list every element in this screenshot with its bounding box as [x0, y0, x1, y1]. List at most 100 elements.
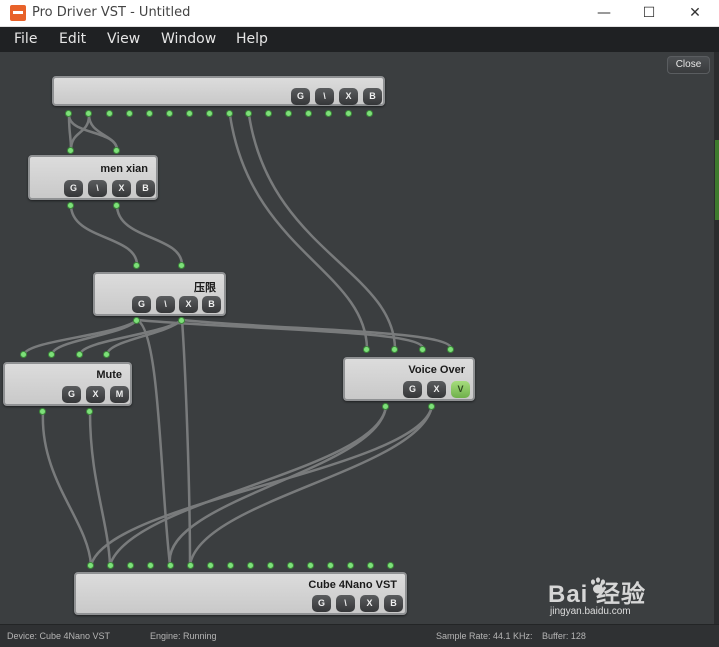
output-port[interactable]: [186, 110, 193, 117]
wire: [41, 410, 93, 567]
node-cube-b-button[interactable]: B: [384, 595, 403, 612]
wire: [87, 113, 119, 152]
output-port[interactable]: [178, 317, 185, 324]
output-port[interactable]: [113, 202, 120, 209]
menu-help[interactable]: Help: [236, 31, 268, 47]
output-port[interactable]: [65, 110, 72, 117]
input-port[interactable]: [207, 562, 214, 569]
input-port[interactable]: [167, 562, 174, 569]
node-cube-g-button[interactable]: G: [312, 595, 331, 612]
output-port[interactable]: [305, 110, 312, 117]
wire: [115, 203, 184, 267]
input-port[interactable]: [178, 262, 185, 269]
output-port[interactable]: [366, 110, 373, 117]
input-port[interactable]: [113, 147, 120, 154]
node-men-xian-g-button[interactable]: G: [64, 180, 83, 197]
output-port[interactable]: [133, 317, 140, 324]
node-yaxian-g-button[interactable]: G: [132, 296, 151, 313]
input-port[interactable]: [327, 562, 334, 569]
output-port[interactable]: [265, 110, 272, 117]
wire: [180, 318, 453, 350]
node-yaxian-slash-button[interactable]: \: [156, 296, 175, 313]
input-port[interactable]: [107, 562, 114, 569]
input-port[interactable]: [367, 562, 374, 569]
input-port[interactable]: [307, 562, 314, 569]
close-window-button[interactable]: ✕: [689, 5, 701, 21]
node-voice-over-x-button[interactable]: X: [427, 381, 446, 398]
menu-view[interactable]: View: [107, 31, 141, 47]
node-cube-slash-button[interactable]: \: [336, 595, 355, 612]
node-mute[interactable]: Mute G X M: [3, 362, 132, 406]
node-top-slash-button[interactable]: \: [315, 88, 334, 105]
menu-edit[interactable]: Edit: [59, 31, 87, 47]
input-port[interactable]: [187, 562, 194, 569]
node-yaxian-x-button[interactable]: X: [179, 296, 198, 313]
input-port[interactable]: [363, 346, 370, 353]
output-port[interactable]: [85, 110, 92, 117]
node-men-xian-slash-button[interactable]: \: [88, 180, 107, 197]
output-port[interactable]: [325, 110, 332, 117]
output-port[interactable]: [166, 110, 173, 117]
wire: [22, 318, 139, 356]
input-port[interactable]: [287, 562, 294, 569]
input-port[interactable]: [247, 562, 254, 569]
input-port[interactable]: [147, 562, 154, 569]
input-port[interactable]: [87, 562, 94, 569]
output-port[interactable]: [126, 110, 133, 117]
input-port[interactable]: [76, 351, 83, 358]
node-mute-m-button[interactable]: M: [110, 386, 129, 403]
node-yaxian-b-button[interactable]: B: [202, 296, 221, 313]
menu-file[interactable]: File: [14, 31, 38, 47]
output-port[interactable]: [39, 408, 46, 415]
input-port[interactable]: [133, 262, 140, 269]
output-port[interactable]: [345, 110, 352, 117]
output-port[interactable]: [67, 202, 74, 209]
status-engine: Engine: Running: [150, 631, 217, 641]
node-cube-x-button[interactable]: X: [360, 595, 379, 612]
node-input-top[interactable]: G \ X B: [52, 76, 385, 106]
minimize-button[interactable]: —: [597, 5, 611, 21]
node-voice-over-g-button[interactable]: G: [403, 381, 422, 398]
input-port[interactable]: [67, 147, 74, 154]
input-port[interactable]: [267, 562, 274, 569]
input-port[interactable]: [391, 346, 398, 353]
node-mute-g-button[interactable]: G: [62, 386, 81, 403]
node-men-xian[interactable]: men xian G \ X B: [28, 155, 158, 200]
input-port[interactable]: [20, 351, 27, 358]
node-top-x-button[interactable]: X: [339, 88, 358, 105]
input-port[interactable]: [103, 351, 110, 358]
output-port[interactable]: [226, 110, 233, 117]
node-voice-over-v-button[interactable]: V: [451, 381, 470, 398]
node-yaxian[interactable]: 压限 G \ X B: [93, 272, 226, 316]
output-port[interactable]: [428, 403, 435, 410]
node-cube-4nano-vst[interactable]: Cube 4Nano VST G \ X B: [74, 572, 407, 615]
output-port[interactable]: [382, 403, 389, 410]
node-mute-x-button[interactable]: X: [86, 386, 105, 403]
maximize-button[interactable]: ☐: [642, 5, 656, 21]
output-port[interactable]: [86, 408, 93, 415]
node-voice-over-title: Voice Over: [408, 364, 465, 376]
output-port[interactable]: [146, 110, 153, 117]
output-port[interactable]: [106, 110, 113, 117]
menu-bar: File Edit View Window Help: [0, 27, 719, 52]
title-bar: Pro Driver VST - Untitled — ☐ ✕: [0, 0, 719, 27]
output-port[interactable]: [245, 110, 252, 117]
canvas-close-button[interactable]: Close: [667, 56, 710, 74]
input-port[interactable]: [419, 346, 426, 353]
input-port[interactable]: [387, 562, 394, 569]
input-port[interactable]: [127, 562, 134, 569]
node-top-b-button[interactable]: B: [363, 88, 382, 105]
node-voice-over[interactable]: Voice Over G X V: [343, 357, 475, 401]
input-port[interactable]: [48, 351, 55, 358]
input-port[interactable]: [447, 346, 454, 353]
menu-window[interactable]: Window: [161, 31, 217, 47]
node-men-xian-x-button[interactable]: X: [112, 180, 131, 197]
output-port[interactable]: [206, 110, 213, 117]
wire: [228, 113, 369, 350]
output-port[interactable]: [285, 110, 292, 117]
node-men-xian-b-button[interactable]: B: [136, 180, 155, 197]
input-port[interactable]: [347, 562, 354, 569]
input-port[interactable]: [227, 562, 234, 569]
wire: [105, 318, 184, 356]
node-top-g-button[interactable]: G: [291, 88, 310, 105]
